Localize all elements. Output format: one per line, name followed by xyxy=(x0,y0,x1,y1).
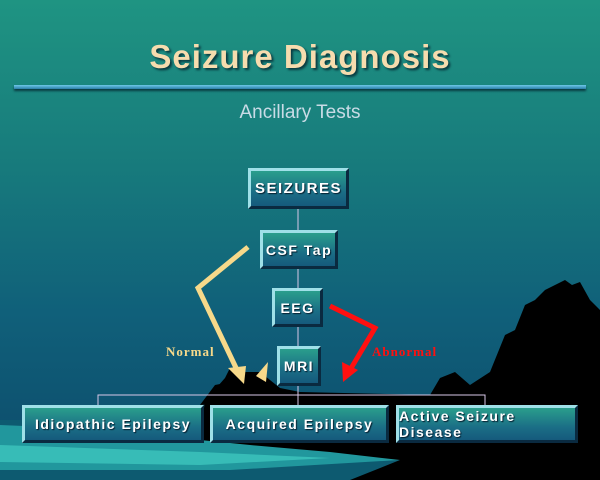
islet xyxy=(200,380,270,405)
node-eeg: EEG xyxy=(272,288,323,327)
slide-subtitle: Ancillary Tests xyxy=(239,102,361,123)
node-seizures: SEIZURES xyxy=(248,168,349,209)
slide-title: Seizure Diagnosis xyxy=(149,38,451,75)
abnormal-arrow xyxy=(328,303,379,372)
abnormal-label: Abnormal xyxy=(372,344,438,359)
normal-arrowhead xyxy=(228,366,246,384)
abnormal-arrowhead xyxy=(342,362,358,382)
outcome-acquired-epilepsy: Acquired Epilepsy xyxy=(210,405,389,443)
node-mri: MRI xyxy=(277,346,321,386)
normal-arrowhead-2 xyxy=(256,362,268,382)
outcome-idiopathic-epilepsy: Idiopathic Epilepsy xyxy=(22,405,204,443)
title-divider xyxy=(14,85,586,89)
normal-label: Normal xyxy=(166,344,215,359)
node-csf-tap: CSF Tap xyxy=(260,230,338,269)
outcome-active-seizure-disease: Active Seizure Disease xyxy=(396,405,578,443)
normal-arrow xyxy=(194,245,250,374)
